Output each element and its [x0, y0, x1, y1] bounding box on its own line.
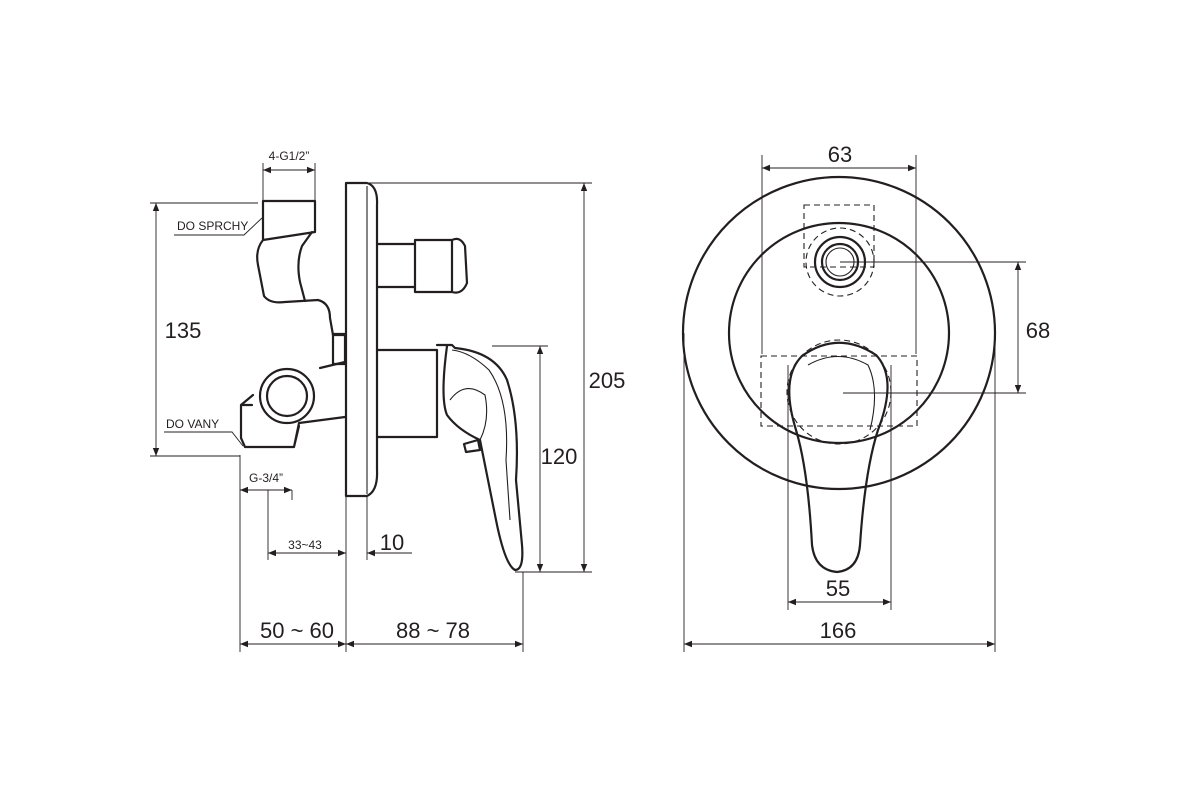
mixer-body-outline	[256, 199, 347, 370]
label-install-depth: 50 ~ 60	[260, 618, 334, 643]
hidden-mixer-box	[760, 355, 918, 427]
label-port-top: 4-G1/2”	[269, 149, 310, 163]
bath-outlet-inner	[265, 374, 309, 418]
label-do-sprchy: DO SPRCHY	[177, 219, 248, 233]
bath-outlet-ring	[258, 367, 316, 425]
small-connector	[331, 332, 347, 366]
lever-front	[788, 341, 889, 574]
label-axis-spacing: 68	[1026, 318, 1050, 343]
label-lever-width: 55	[826, 576, 850, 601]
side-view: 4-G1/2” DO SPRCHY DO VANY G-3/4” 33~43 1…	[150, 149, 625, 652]
front-view: 63 68 55 166	[681, 142, 1050, 652]
wall-plate-side	[344, 181, 379, 498]
label-box-width: 63	[828, 142, 852, 167]
label-lever-height: 120	[541, 444, 578, 469]
label-port-bottom: G-3/4”	[249, 471, 283, 485]
label-total-height: 205	[589, 368, 626, 393]
label-plate-thickness: 10	[380, 530, 404, 555]
label-body-height: 135	[165, 318, 202, 343]
label-do-vany: DO VANY	[166, 417, 219, 431]
label-range-small: 33~43	[288, 538, 322, 552]
diverter-knob	[375, 237, 469, 294]
mixer-body-lower	[239, 393, 347, 449]
hidden-diverter-box	[803, 204, 875, 268]
cover-plate-inner	[727, 221, 951, 445]
label-projection: 88 ~ 78	[396, 618, 470, 643]
lever-side	[375, 343, 524, 572]
label-plate-diameter: 166	[820, 618, 857, 643]
